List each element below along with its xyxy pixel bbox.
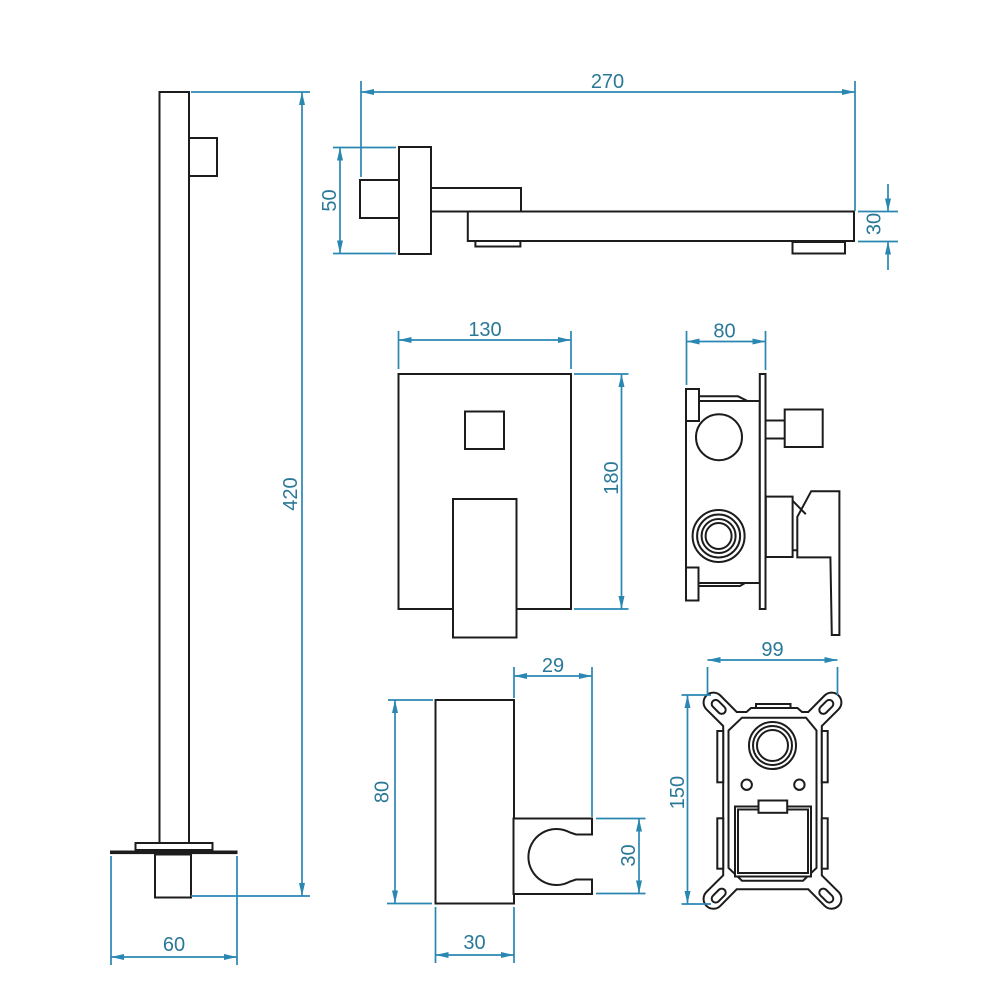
svg-text:80: 80 xyxy=(713,321,735,343)
svg-text:150: 150 xyxy=(667,776,689,809)
svg-text:130: 130 xyxy=(468,319,501,341)
svg-text:99: 99 xyxy=(761,639,783,661)
svg-text:270: 270 xyxy=(591,71,624,93)
svg-text:60: 60 xyxy=(163,934,185,956)
svg-text:50: 50 xyxy=(319,189,341,211)
svg-text:30: 30 xyxy=(618,844,640,866)
svg-text:30: 30 xyxy=(463,932,485,954)
svg-text:420: 420 xyxy=(280,477,302,510)
svg-text:180: 180 xyxy=(601,461,623,494)
svg-text:80: 80 xyxy=(372,781,394,803)
svg-text:29: 29 xyxy=(542,655,564,677)
svg-text:30: 30 xyxy=(864,213,886,235)
